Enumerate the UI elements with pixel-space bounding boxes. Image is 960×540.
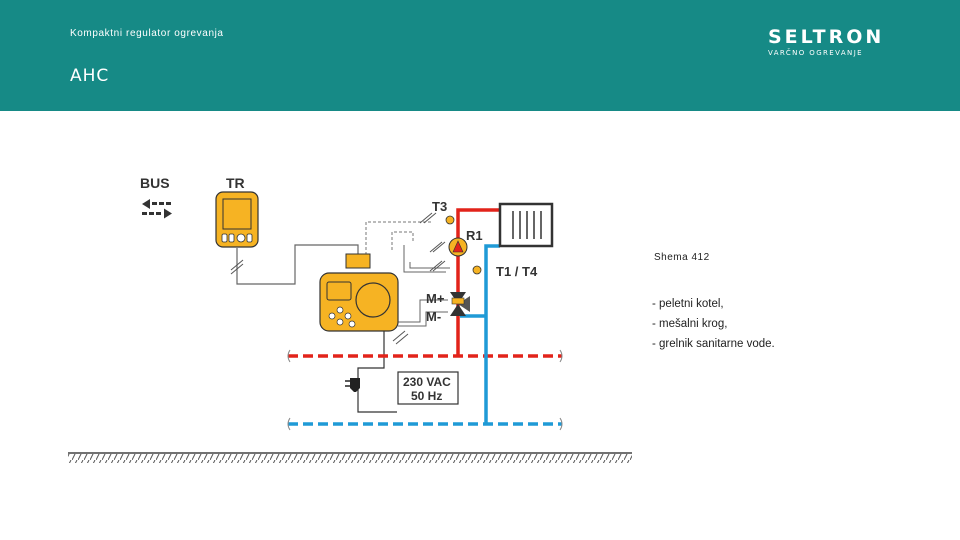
schema-label: Shema 412 xyxy=(654,252,710,263)
radiator-icon xyxy=(498,202,554,248)
seltron-logo: SELTRON VARČNO OGREVANJE xyxy=(768,26,884,57)
mixing-valve-icon xyxy=(450,292,470,316)
room-unit-tr xyxy=(215,191,259,248)
feature-list: - peletni kotel, - mešalni krog, - greln… xyxy=(652,294,775,354)
t3-label: T3 xyxy=(432,199,447,214)
return-pipe-breaks xyxy=(287,417,563,431)
power-voltage-label: 230 VAC xyxy=(403,375,451,389)
slide-title: AHC xyxy=(70,66,110,86)
motor-plus-label: M+ xyxy=(426,291,445,306)
power-frequency-label: 50 Hz xyxy=(411,389,442,403)
t1-t4-sensor-icon xyxy=(472,265,482,275)
r1-label: R1 xyxy=(466,228,483,243)
bus-arrows-icon xyxy=(142,199,172,219)
power-supply-box xyxy=(397,371,459,405)
header-bar: Kompaktni regulator ogrevanja AHC SELTRO… xyxy=(0,0,960,111)
list-item: - peletni kotel, xyxy=(652,298,724,310)
slide-subtitle: Kompaktni regulator ogrevanja xyxy=(70,28,224,39)
list-item: - mešalni krog, xyxy=(652,318,728,330)
control-wiring xyxy=(230,212,450,413)
motor-minus-label: M- xyxy=(426,309,441,324)
controller-unit xyxy=(319,253,399,332)
supply-pipe-breaks xyxy=(287,349,563,363)
list-item: - grelnik sanitarne vode. xyxy=(652,338,775,350)
logo-tagline: VARČNO OGREVANJE xyxy=(768,49,863,57)
logo-text: SELTRON xyxy=(768,26,885,48)
t1-t4-label: T1 / T4 xyxy=(496,264,538,279)
power-plug-icon xyxy=(345,378,360,392)
t3-sensor-icon xyxy=(445,215,455,225)
hydraulic-schema-diagram: BUS TR xyxy=(68,175,632,463)
bus-label: BUS xyxy=(140,175,170,191)
pump-r1-icon xyxy=(448,237,468,257)
tr-label: TR xyxy=(226,175,245,191)
ground-hatch xyxy=(68,452,632,463)
